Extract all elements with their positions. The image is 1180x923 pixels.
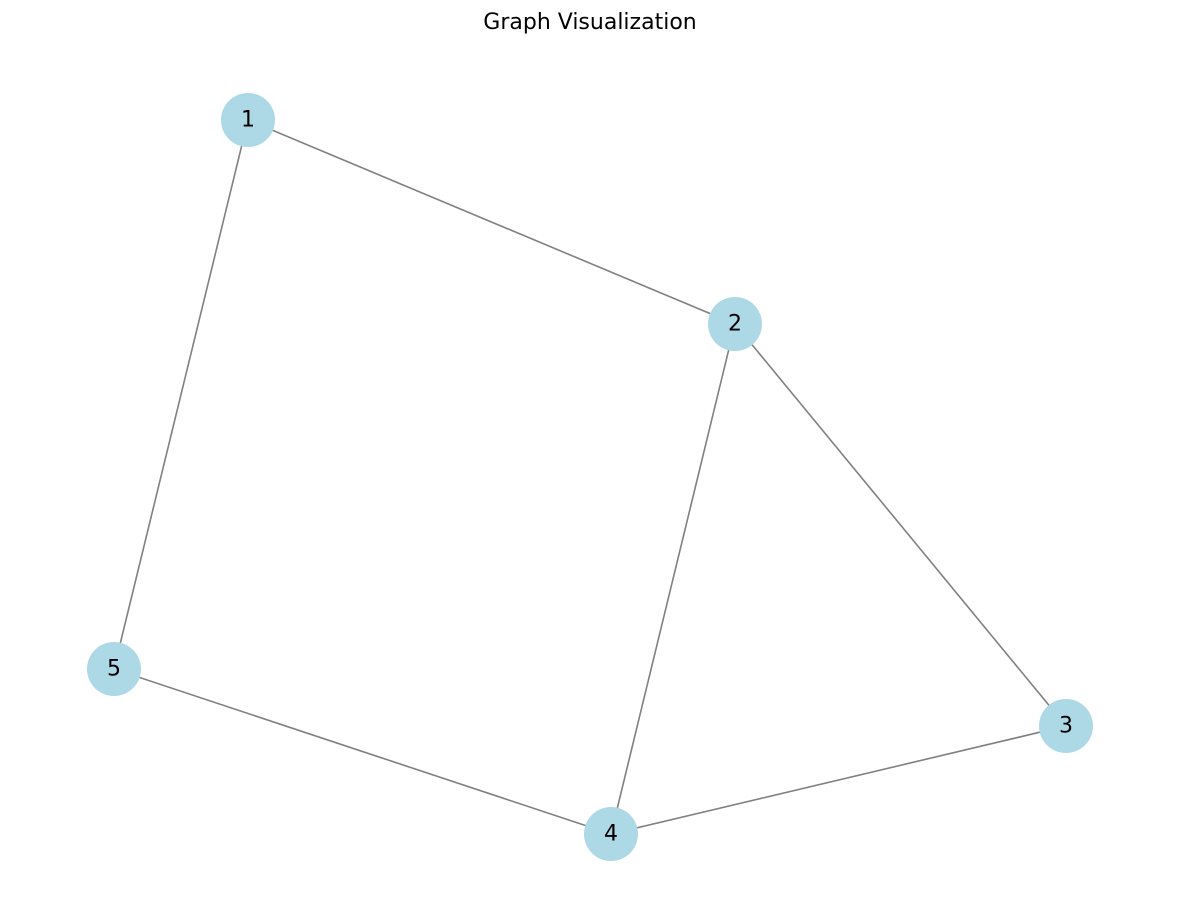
node-circle	[1039, 699, 1093, 753]
node-label: 4	[604, 822, 618, 847]
node-label: 3	[1059, 714, 1073, 739]
nodes-layer: 1 2 3 4 5	[87, 93, 1093, 861]
node-5: 5	[87, 642, 141, 696]
node-label: 5	[107, 657, 121, 682]
node-4: 4	[584, 807, 638, 861]
graph-title: Graph Visualization	[483, 10, 697, 35]
node-circle	[87, 642, 141, 696]
edge-1-2	[247, 119, 736, 325]
edges-layer	[113, 119, 1067, 835]
node-2: 2	[708, 297, 762, 351]
edge-1-5	[113, 119, 249, 670]
node-circle	[584, 807, 638, 861]
edge-3-4	[610, 725, 1067, 835]
edge-4-5	[113, 668, 612, 835]
node-1: 1	[221, 93, 275, 147]
node-circle	[221, 93, 275, 147]
node-3: 3	[1039, 699, 1093, 753]
node-label: 1	[241, 108, 255, 133]
edge-2-3	[734, 323, 1067, 727]
edge-2-4	[610, 323, 736, 835]
node-circle	[708, 297, 762, 351]
node-label: 2	[728, 312, 742, 337]
